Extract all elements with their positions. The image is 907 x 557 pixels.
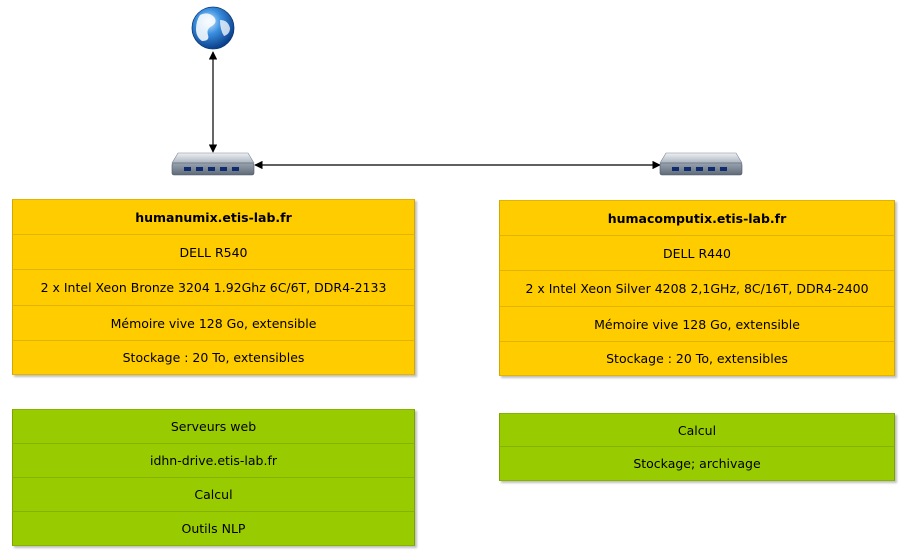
globe-icon [191, 6, 235, 50]
network-switch-icon [171, 152, 255, 176]
server-storage: Stockage : 20 To, extensibles [499, 342, 895, 376]
server-memory: Mémoire vive 128 Go, extensible [12, 306, 415, 341]
service-item: Stockage; archivage [499, 447, 895, 481]
service-item: Calcul [499, 413, 895, 447]
network-switch-icon [659, 152, 743, 176]
service-item: Calcul [12, 478, 415, 512]
server-memory: Mémoire vive 128 Go, extensible [499, 307, 895, 342]
server-cpu: 2 x Intel Xeon Silver 4208 2,1GHz, 8C/16… [499, 271, 895, 307]
services-humacomputix: Calcul Stockage; archivage [499, 413, 895, 481]
server-spec-humanumix: humanumix.etis-lab.fr DELL R540 2 x Inte… [12, 199, 415, 375]
server-spec-humacomputix: humacomputix.etis-lab.fr DELL R440 2 x I… [499, 200, 895, 376]
server-model: DELL R440 [499, 236, 895, 271]
server-hostname: humanumix.etis-lab.fr [12, 199, 415, 235]
services-humanumix: Serveurs web idhn-drive.etis-lab.fr Calc… [12, 409, 415, 546]
server-storage: Stockage : 20 To, extensibles [12, 341, 415, 375]
service-item: Serveurs web [12, 409, 415, 444]
service-item: idhn-drive.etis-lab.fr [12, 444, 415, 478]
server-model: DELL R540 [12, 235, 415, 270]
service-item: Outils NLP [12, 512, 415, 546]
server-cpu: 2 x Intel Xeon Bronze 3204 1.92Ghz 6C/6T… [12, 270, 415, 306]
server-hostname: humacomputix.etis-lab.fr [499, 200, 895, 236]
